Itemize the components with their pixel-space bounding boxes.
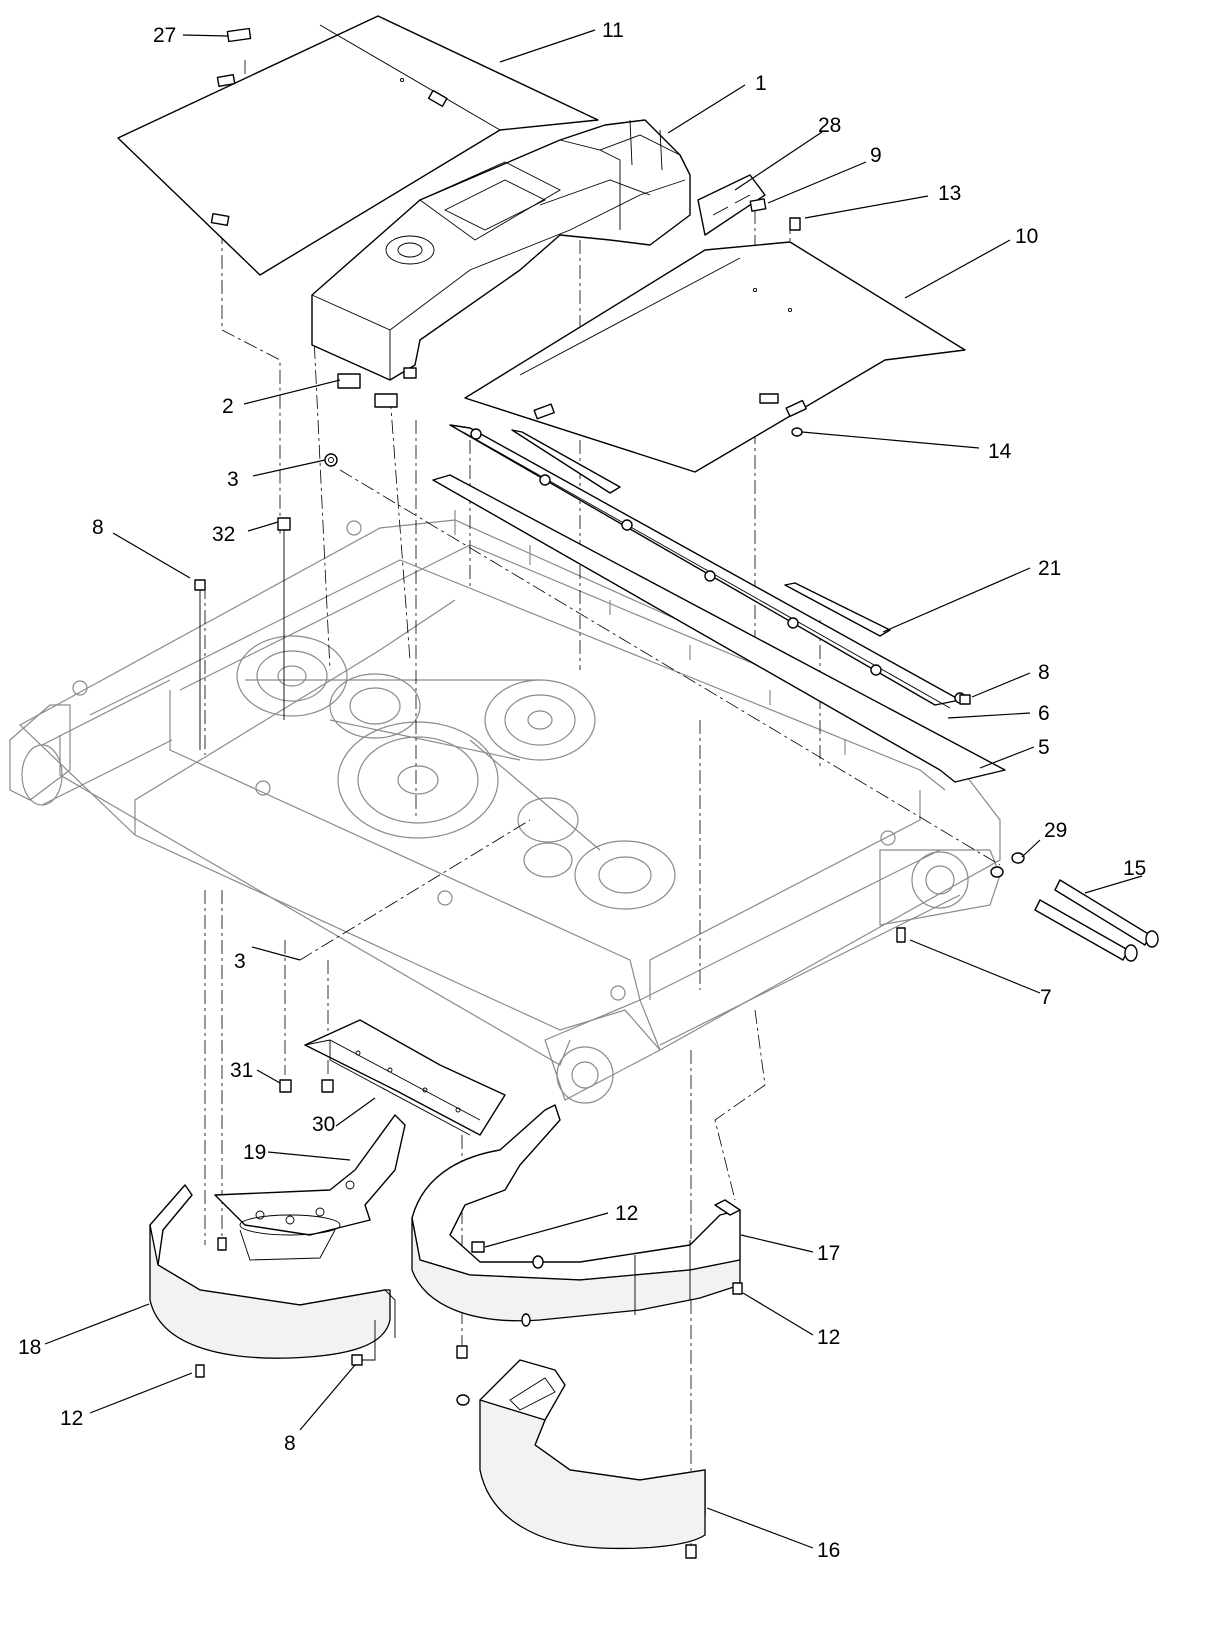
callout-5: 5: [1038, 736, 1050, 759]
callout-30: 30: [312, 1113, 335, 1136]
callout-8-right: 8: [1038, 661, 1050, 684]
part-30-bracket: [304, 1019, 506, 1136]
callout-32: 32: [212, 523, 235, 546]
callout-17: 17: [817, 1242, 840, 1265]
callout-31: 31: [230, 1059, 253, 1082]
callout-14: 14: [988, 440, 1012, 463]
callout-21: 21: [1038, 557, 1061, 580]
pulley-group: [236, 635, 676, 910]
callout-12-center: 12: [615, 1202, 638, 1225]
callout-12-right: 12: [817, 1326, 840, 1349]
callout-2: 2: [222, 395, 234, 418]
part-17-center-chute: [411, 1104, 743, 1359]
callout-1: 1: [755, 72, 767, 95]
callout-11: 11: [602, 19, 624, 42]
callout-28: 28: [818, 114, 841, 137]
callout-6: 6: [1038, 702, 1050, 725]
screws-31: [279, 1079, 334, 1093]
callout-29: 29: [1044, 819, 1067, 842]
mower-deck: [9, 510, 1001, 1104]
callout-13: 13: [938, 182, 961, 205]
part-19-baffle: [214, 1114, 406, 1261]
callout-16: 16: [817, 1539, 840, 1562]
hardware-small: [194, 453, 1159, 962]
callout-10: 10: [1015, 225, 1038, 248]
callout-7: 7: [1040, 986, 1052, 1009]
deck-studs: [72, 510, 896, 1001]
callout-27: 27: [153, 24, 176, 47]
callout-3-top: 3: [227, 468, 239, 491]
callout-19: 19: [243, 1141, 266, 1164]
callout-9: 9: [870, 144, 882, 167]
leader-lines: [44, 29, 1143, 1549]
callout-labels: 27 11 1 28 9 13 10 2 14 3 32 8 21 8 6 5 …: [18, 19, 1146, 1562]
callout-18: 18: [18, 1336, 41, 1359]
part-11-left-belt-cover: [117, 15, 599, 276]
callout-3-bottom: 3: [234, 950, 246, 973]
callout-15: 15: [1123, 857, 1146, 880]
part-1-center-frame: [311, 119, 766, 408]
part-10-right-belt-cover: [464, 198, 966, 473]
callout-8-bottom: 8: [284, 1432, 296, 1455]
part-5-6-21-baffle-strips: [432, 424, 1006, 783]
part-16-rear-chute: [456, 1359, 706, 1559]
callout-8-left: 8: [92, 516, 104, 539]
callout-12-left: 12: [60, 1407, 83, 1430]
part-18-left-chute: [149, 1184, 396, 1378]
